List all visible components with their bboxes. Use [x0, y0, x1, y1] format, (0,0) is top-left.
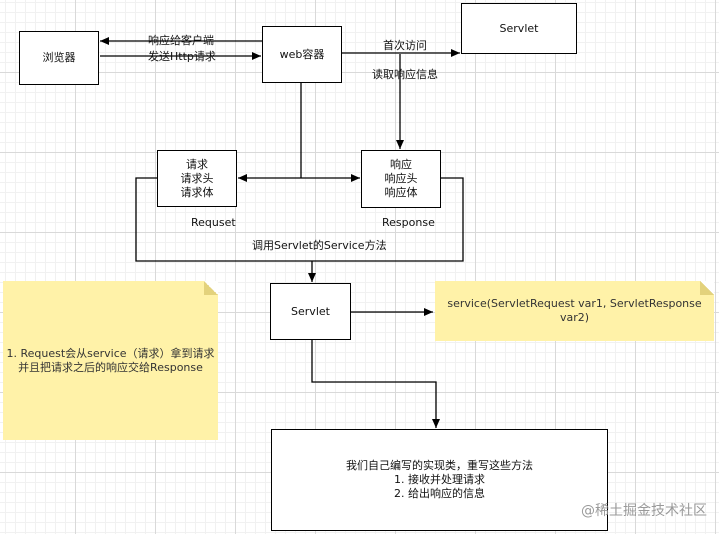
- browser-label: 浏览器: [42, 51, 76, 64]
- label-respond-to-client: 响应给客户端: [148, 34, 214, 47]
- request-line-1: 请求: [186, 157, 208, 171]
- label-first-visit: 首次访问: [383, 39, 427, 52]
- request-line-3: 请求体: [180, 185, 214, 199]
- note-right-text: service(ServletRequest var1, ServletResp…: [447, 297, 702, 324]
- servlet-mid-label: Servlet: [291, 304, 330, 318]
- label-call-service: 调用Servlet的Service方法: [252, 239, 387, 252]
- watermark: @稀土掘金技术社区: [581, 503, 707, 519]
- servlet-mid-node: Servlet: [270, 283, 351, 340]
- impl-line-2: 1. 接收并处理请求: [394, 473, 485, 486]
- web-container-node: web容器: [262, 26, 342, 83]
- browser-node: 浏览器: [19, 31, 99, 85]
- impl-line-3: 2. 给出响应的信息: [394, 487, 485, 500]
- note-left-line-1: 1. Request会从service（请求）拿到请求: [6, 346, 215, 360]
- response-line-2: 响应头: [384, 172, 418, 185]
- response-node: 响应 响应头 响应体: [361, 150, 441, 208]
- web-container-label: web容器: [279, 47, 325, 61]
- impl-line-1: 我们自己编写的实现类，重写这些方法: [346, 459, 533, 472]
- response-line-1: 响应: [390, 158, 412, 171]
- response-line-3: 响应体: [384, 186, 418, 199]
- note-service-signature: service(ServletRequest var1, ServletResp…: [435, 281, 714, 341]
- label-send-http-request: 发送Http请求: [148, 50, 216, 63]
- edge-to-impl: [311, 340, 440, 428]
- impl-class-node: 我们自己编写的实现类，重写这些方法 1. 接收并处理请求 2. 给出响应的信息: [271, 429, 608, 531]
- note-request-explanation: 1. Request会从service（请求）拿到请求 并且把请求之后的响应交给…: [3, 281, 218, 440]
- servlet-top-node: Servlet: [461, 3, 577, 54]
- label-request-caption: Requset: [191, 216, 236, 229]
- note-fold-icon: [700, 281, 714, 295]
- request-line-2: 请求头: [180, 171, 214, 185]
- note-fold-icon: [204, 281, 218, 295]
- note-left-line-2: 并且把请求之后的响应交给Response: [18, 360, 203, 374]
- label-response-caption: Response: [382, 216, 435, 229]
- edge-request-bracket: [135, 177, 464, 262]
- servlet-top-label: Servlet: [499, 21, 539, 35]
- request-node: 请求 请求头 请求体: [157, 150, 237, 207]
- label-read-response: 读取响应信息: [372, 68, 438, 81]
